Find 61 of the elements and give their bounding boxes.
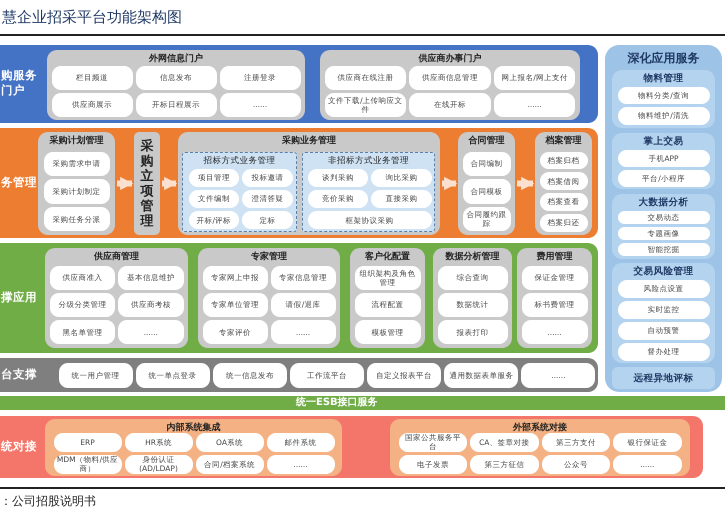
module-panel — [178, 132, 440, 235]
layer-band — [0, 243, 598, 353]
panel-title: 物料管理 — [644, 73, 684, 85]
layer-band — [0, 416, 703, 478]
module-panel — [433, 248, 512, 348]
module-panel — [320, 50, 580, 120]
side-panel — [605, 45, 722, 392]
layer-label: 撑应用 — [1, 290, 37, 305]
panel-title: 外网信息门户 — [149, 53, 203, 65]
module-panel — [517, 248, 592, 348]
panel-title: 采购业务管理 — [282, 135, 336, 147]
module-panel — [45, 419, 342, 476]
module-panel — [134, 132, 160, 235]
title: 慧企业招采平台功能架构图 — [2, 8, 182, 27]
module-panel — [458, 132, 515, 235]
panel-title: 大数据分析 — [638, 197, 688, 209]
layer-label: 务管理 — [1, 175, 37, 190]
panel-title: 合同管理 — [468, 135, 504, 147]
module-panel — [535, 132, 592, 235]
module-panel — [350, 248, 425, 348]
panel-title: 专家管理 — [251, 251, 287, 263]
layer-label: 购服务门户 — [1, 68, 37, 98]
panel-title: 采购立项管理 — [140, 138, 154, 228]
panel-title: 费用管理 — [536, 251, 572, 263]
panel-title: 掌上交易 — [644, 136, 684, 148]
arrow — [517, 176, 534, 190]
module-panel — [612, 367, 715, 389]
panel-title: 采购计划管理 — [50, 135, 104, 147]
panel-title: 供应商管理 — [94, 251, 139, 263]
panel-title: 供应商办事门户 — [418, 53, 482, 65]
module-panel — [38, 132, 115, 235]
panel-title: 内部系统集成 — [166, 422, 220, 434]
panel-title: 非招标方式业务管理 — [328, 155, 409, 167]
arrow — [162, 176, 178, 190]
panel-title: 数据分析管理 — [446, 251, 500, 263]
panel-title: 招标方式业务管理 — [204, 155, 276, 167]
caption: ：公司招股说明书 — [0, 493, 96, 510]
panel-title: 深化应用服务 — [628, 51, 700, 66]
module-panel — [612, 133, 715, 189]
module-panel — [612, 70, 715, 128]
panel-title: 远程异地评标 — [634, 372, 694, 384]
dashed-panel — [302, 152, 435, 232]
layer-band — [0, 358, 598, 392]
layer-band — [0, 128, 598, 238]
dashed-panel — [182, 152, 297, 232]
layer-band — [0, 45, 598, 123]
module-panel — [47, 50, 305, 120]
panel-title: 档案管理 — [546, 135, 582, 147]
arrow — [442, 176, 458, 190]
module-panel — [45, 248, 188, 348]
service-bar: 统一ESB接口服务 — [0, 396, 725, 410]
panel-title: 交易风险管理 — [634, 266, 694, 278]
module-panel — [390, 419, 690, 476]
panel-title: 外部系统对接 — [513, 422, 567, 434]
module-panel — [612, 263, 715, 363]
arrow — [117, 176, 134, 190]
panel-title: 客户化配置 — [365, 251, 410, 263]
module-panel — [198, 248, 340, 348]
layer-label: 台支撑 — [1, 367, 37, 382]
module-panel — [612, 194, 715, 259]
layer-label: 统对接 — [1, 439, 37, 454]
